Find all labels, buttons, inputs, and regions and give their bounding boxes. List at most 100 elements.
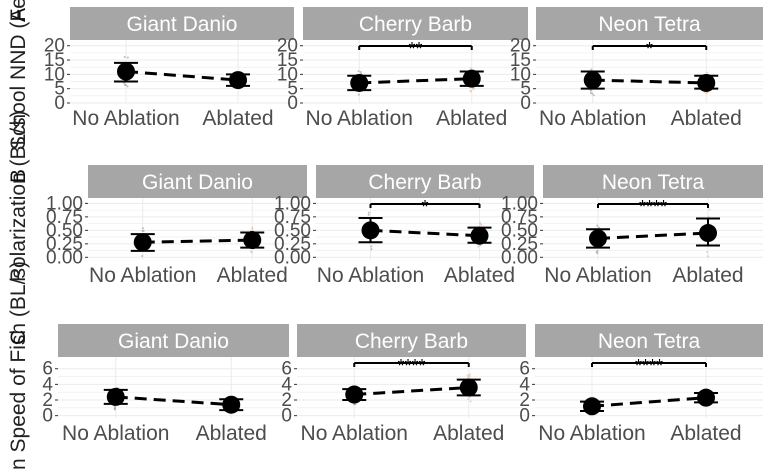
y-axis-title-row-a: School NND (Fe <box>7 0 30 150</box>
strip-label: Cherry Barb <box>368 171 481 194</box>
raw-observation <box>597 226 600 229</box>
series-line <box>115 395 232 407</box>
y-tick-label: 6 <box>42 359 53 380</box>
mean-point <box>350 73 369 92</box>
y-tick-label: 4 <box>519 374 530 395</box>
x-tick-label: Ablated <box>671 107 742 130</box>
plot-area <box>316 198 534 260</box>
x-tick-label: Ablated <box>202 107 273 130</box>
y-tick-label: 4 <box>281 374 292 395</box>
y-tick-label: 0.25 <box>274 234 311 255</box>
raw-observation <box>596 224 599 227</box>
y-tick-label: 0.00 <box>501 247 538 268</box>
strip-header <box>543 165 763 198</box>
series-line <box>354 386 469 397</box>
raw-observation <box>141 254 144 257</box>
raw-observation <box>477 245 480 248</box>
x-tick-label: No Ablation <box>538 422 645 445</box>
raw-observation <box>113 407 116 410</box>
significance-label: **** <box>639 197 667 217</box>
y-tick-label: 15 <box>277 50 298 71</box>
y-tick-label: 1.00 <box>501 193 538 214</box>
y-tick-label: 0.00 <box>46 247 83 268</box>
raw-observation <box>596 252 599 255</box>
y-tick-label: 20 <box>510 36 531 57</box>
raw-observation <box>367 213 370 216</box>
mean-point <box>459 378 478 397</box>
strip-header <box>297 324 526 357</box>
strip-label: Giant Danio <box>142 171 253 194</box>
y-tick-label: 0.25 <box>501 234 538 255</box>
raw-observation <box>114 405 117 408</box>
panel-letter-c: C <box>7 330 30 345</box>
raw-observation <box>251 228 254 231</box>
x-tick-label: Ablated <box>433 422 504 445</box>
plot-area <box>543 198 763 260</box>
y-tick-label: 0.50 <box>274 220 311 241</box>
x-tick-label: Ablated <box>672 264 743 287</box>
y-axis-title-row-c: n Speed of Fish (BL/s) <box>7 261 30 470</box>
y-tick-label: 10 <box>44 64 65 85</box>
y-tick-label: 2 <box>42 390 53 411</box>
raw-observation <box>708 208 711 211</box>
y-tick-label: 2 <box>281 390 292 411</box>
mean-point <box>133 233 152 252</box>
x-tick-label: No Ablation <box>89 264 196 287</box>
raw-observation <box>467 376 470 379</box>
x-tick-label: No Ablation <box>539 107 646 130</box>
mean-point <box>470 226 489 245</box>
x-tick-label: Ablated <box>670 422 741 445</box>
raw-observation <box>126 85 129 88</box>
raw-observation <box>707 215 710 218</box>
raw-observation <box>124 83 127 86</box>
raw-observation <box>142 229 145 232</box>
strip-header <box>316 165 534 198</box>
raw-observation <box>249 250 252 253</box>
raw-observation <box>123 55 126 58</box>
y-tick-label: 5 <box>520 79 531 100</box>
strip-label: Neon Tetra <box>602 171 705 194</box>
strip-header <box>536 7 763 40</box>
y-tick-label: 0.75 <box>501 207 538 228</box>
x-tick-label: Ablated <box>444 264 515 287</box>
mean-point <box>583 71 602 90</box>
mean-point <box>117 62 135 81</box>
x-tick-label: No Ablation <box>306 107 413 130</box>
raw-observation <box>469 89 472 92</box>
significance-label: * <box>646 39 653 59</box>
y-tick-label: 0 <box>42 406 53 427</box>
raw-observation <box>706 250 709 253</box>
raw-observation <box>123 82 126 85</box>
strip-header <box>70 7 294 40</box>
plot-area <box>303 40 528 103</box>
series-line <box>591 396 707 408</box>
plot-area <box>58 357 289 418</box>
raw-observation <box>367 211 370 214</box>
raw-observation <box>141 227 144 230</box>
raw-observation <box>354 403 357 406</box>
raw-observation <box>357 70 360 73</box>
raw-observation <box>478 221 481 224</box>
y-axis-title-row-b: Polarization (BL/s) <box>7 110 30 282</box>
strip-label: Neon Tetra <box>598 13 701 36</box>
strip-header <box>535 324 763 357</box>
raw-observation <box>471 87 474 90</box>
y-tick-label: 1.00 <box>274 193 311 214</box>
x-tick-label: No Ablation <box>301 422 408 445</box>
plot-area <box>536 40 763 103</box>
x-tick-label: No Ablation <box>62 422 169 445</box>
y-tick-label: 15 <box>44 50 65 71</box>
y-tick-label: 1.00 <box>46 193 83 214</box>
raw-observation <box>370 248 373 251</box>
raw-observation <box>126 56 129 59</box>
mean-point <box>697 388 715 407</box>
raw-observation <box>469 67 472 70</box>
significance-label: **** <box>397 356 425 376</box>
y-tick-label: 0.00 <box>274 247 311 268</box>
raw-observation <box>705 71 708 74</box>
y-tick-label: 10 <box>510 64 531 85</box>
y-tick-label: 0.75 <box>274 207 311 228</box>
